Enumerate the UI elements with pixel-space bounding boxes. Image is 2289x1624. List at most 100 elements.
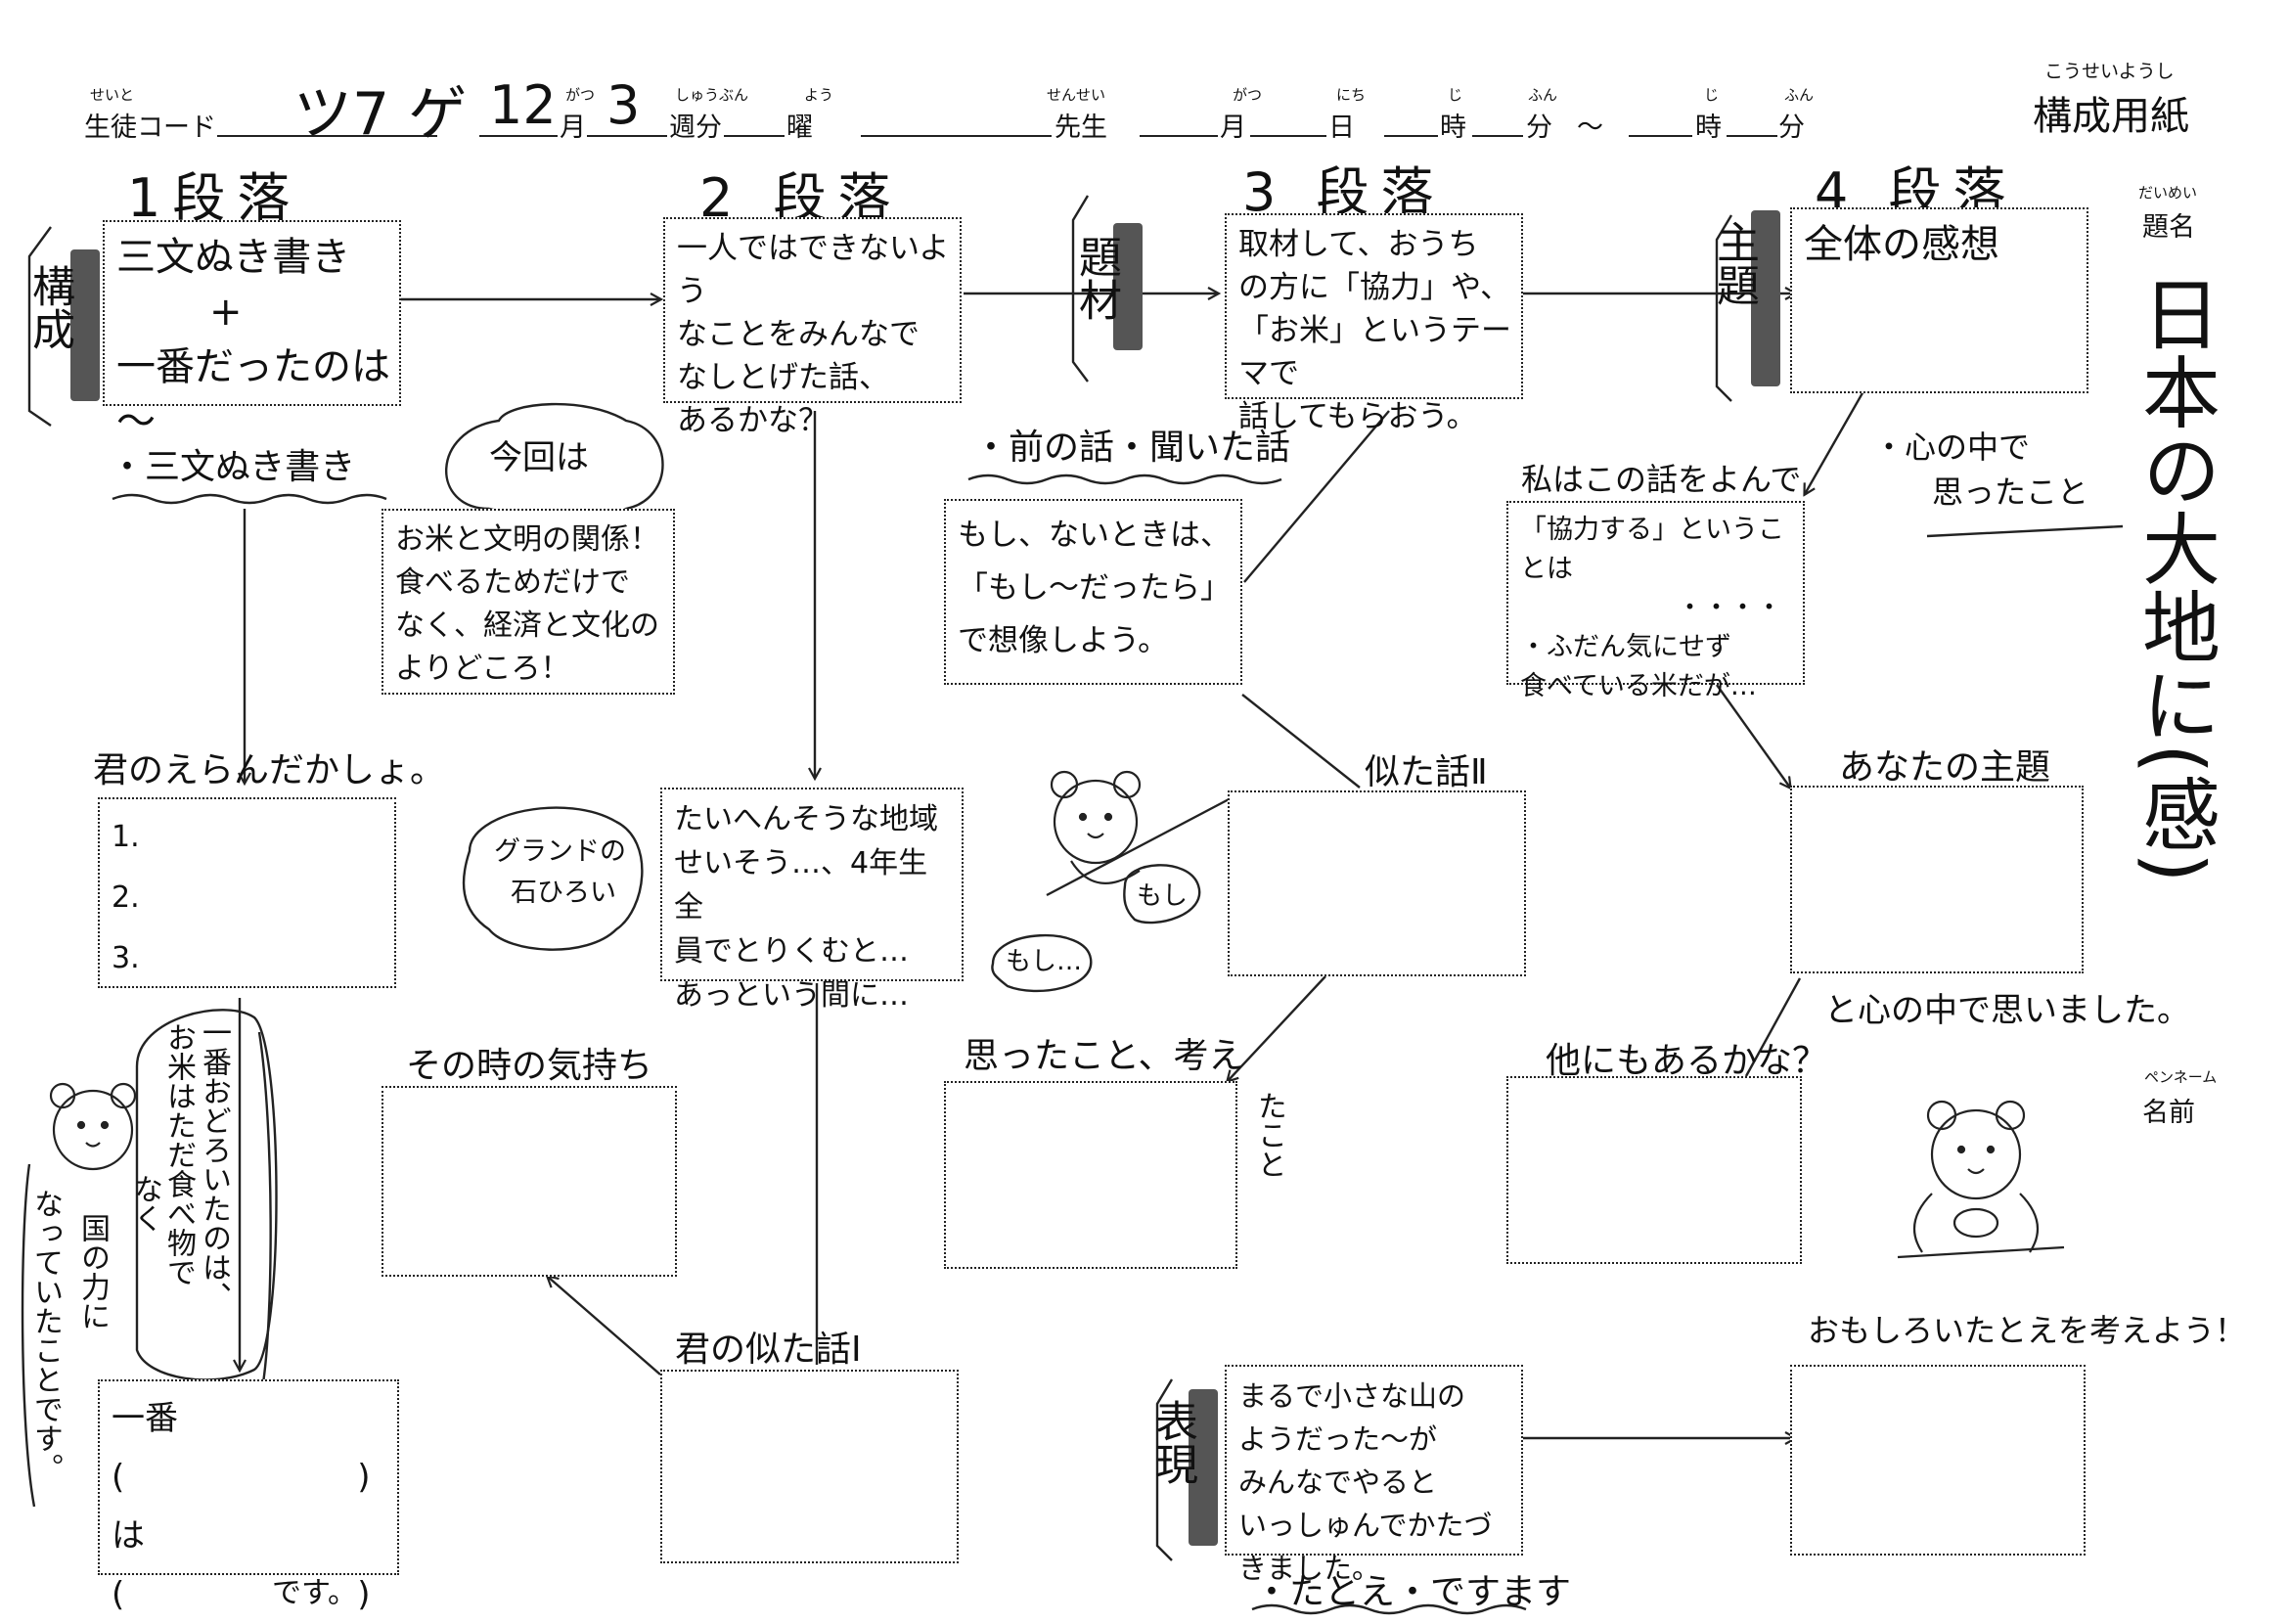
box-1-line: +	[209, 290, 243, 335]
minute2-ruby: ふん	[1784, 86, 1815, 104]
date-month-underline	[1140, 135, 1218, 137]
wavy-under-sanbun	[112, 493, 387, 505]
minute-ruby: ふん	[1528, 86, 1558, 104]
list-item: 2.	[112, 880, 140, 915]
arrow-kyouryoku-anata	[1716, 684, 1790, 788]
hour-ruby: じ	[1448, 86, 1463, 104]
student-code-ruby: せいと	[90, 86, 135, 104]
box-moshi[interactable]: もし、ないときは、 「もし～だったら」 で想像しよう。	[944, 499, 1242, 685]
student-code-label: 生徒コード	[84, 113, 216, 143]
frame-kousei-bracket	[27, 226, 52, 427]
box-nita-2[interactable]	[1228, 790, 1526, 976]
title-label: 題名	[2142, 212, 2195, 243]
penname-label: 名前	[2142, 1098, 2195, 1128]
moshi-line: もし、ないときは、	[958, 518, 1231, 553]
note-ground-1: グランドの	[494, 836, 626, 867]
box-2-line: なしとげた話、	[677, 360, 889, 395]
frame-shudai-bracket	[1715, 214, 1733, 402]
month-ruby: がつ	[565, 86, 596, 104]
student-code-underline	[217, 135, 437, 137]
bear-illustration-1	[1050, 770, 1142, 884]
box-kyouryoku[interactable]: 「協力する」ということは ・・・・ ・ふだん気にせず 食べている米だが…	[1506, 501, 1805, 701]
date-day-ruby: にち	[1336, 86, 1367, 104]
minute2-underline	[1727, 135, 1777, 137]
bear-pencil	[1046, 795, 1234, 897]
hyougen-line: いっしゅんでかたづきました。	[1238, 1509, 1493, 1585]
moshi-line: 「もし～だったら」	[958, 570, 1231, 606]
bracket-left-note	[21, 1163, 36, 1508]
note-vertical-a: 一番おどろいたのは、	[197, 1017, 231, 1311]
box-hoka[interactable]	[1506, 1076, 1802, 1264]
kousei-label: 構成	[24, 264, 74, 350]
paragraph-3-heading: 3 段落	[1242, 161, 1446, 223]
box-omotta[interactable]	[944, 1081, 1237, 1269]
box-sonotoki[interactable]	[382, 1086, 677, 1277]
bubble-vertical-note	[135, 1009, 278, 1381]
box-taihen[interactable]: たいへんそうな地域 せいそう…、4年生全 員でとりくむと… あっという間に…	[660, 788, 964, 1013]
note-konkai: 今回は	[489, 438, 589, 477]
day-ruby: よう	[804, 86, 834, 104]
date-month-label: 月	[1220, 113, 1246, 143]
bracket-right-note	[257, 1031, 272, 1390]
form-title: 構成用紙	[2033, 94, 2189, 139]
kyouryoku-line: 食べている米だが…	[1520, 671, 1757, 701]
box-konkai[interactable]: お米と文明の関係！ 食べるためだけで なく、経済と文化の よりどころ！	[382, 509, 675, 695]
box-2-line: あるかな？	[677, 403, 829, 438]
date-month-ruby: がつ	[1233, 86, 1263, 104]
taihen-line: せいそう…、4年生全	[674, 846, 928, 925]
student-code-value[interactable]: ツ7 ゲ	[293, 80, 468, 149]
shudai-label: 主題	[1709, 220, 1759, 306]
hour2-underline	[1629, 135, 1692, 137]
box-anata-shudai[interactable]	[1790, 786, 2084, 973]
konkai-line: なく、経済と文化の	[395, 609, 659, 643]
teacher-label: 先生	[1055, 113, 1107, 143]
arrow-b4-kyouryoku	[1805, 390, 1865, 494]
penname-ruby: ペンネーム	[2144, 1068, 2218, 1086]
date-day-underline	[1250, 135, 1326, 137]
week-ruby: しゅうぶん	[675, 86, 749, 104]
frame-daizai-bracket	[1071, 195, 1090, 383]
arrow-nita2-omotta	[1228, 975, 1326, 1081]
kyouryoku-line: ・・・・	[1677, 593, 1782, 623]
note-desu: です。	[272, 1576, 357, 1610]
bubble-moshi-a	[1123, 864, 1201, 925]
note-takoto: たこと	[1252, 1091, 1286, 1179]
bear-illustration-2	[49, 1082, 137, 1171]
hour-label: 時	[1440, 113, 1466, 143]
box-paragraph-3[interactable]: 取材して、おうち の方に「協力」や、 「お米」というテーマで 話してもらおう。	[1225, 213, 1523, 434]
time-range-tilde: ～	[1577, 113, 1603, 143]
week-underline	[587, 135, 667, 137]
teacher-ruby: せんせい	[1047, 86, 1106, 104]
box-1-line: 三文ぬき書き	[116, 235, 351, 280]
shudai-bar	[1751, 210, 1780, 386]
box-3-line: 取材して、おうち	[1238, 227, 1479, 262]
title-value[interactable]: 日本の大地に(感)	[2130, 274, 2221, 883]
box-ichiban[interactable]: 一番 ( )は ( )	[98, 1379, 399, 1614]
line-b3-moshi	[1243, 410, 1390, 583]
konkai-line: お米と文明の関係！	[395, 522, 659, 557]
note-anata-shudai: あなたの主題	[1839, 747, 2051, 788]
box-paragraph-4[interactable]: 全体の感想	[1790, 207, 2088, 393]
month-value[interactable]: 12	[489, 74, 557, 136]
box-selected-list[interactable]: 1. 2. 3.	[98, 797, 396, 988]
box-hyougen[interactable]: まるで小さな山の ようだった～が みんなでやると いっしゅんでかたづきました。	[1225, 1365, 1523, 1585]
note-moshi-a: もし	[1137, 881, 1189, 911]
box-tatoe[interactable]	[1790, 1365, 2086, 1556]
daizai-bar	[1113, 223, 1143, 350]
box-paragraph-2[interactable]: 一人ではできないよう なことをみんなで なしとげた話、 あるかな？	[663, 217, 962, 438]
paragraph-1-heading: 1段落	[127, 167, 302, 229]
minute-label: 分	[1526, 113, 1552, 143]
frame-hyougen-bracket	[1155, 1378, 1174, 1561]
list-item: 3.	[112, 941, 140, 975]
box-3-line: の方に「協力」や、	[1238, 270, 1511, 305]
bear-illustration-3	[1897, 1100, 2065, 1259]
box-kimi-nita-1[interactable]	[660, 1370, 959, 1563]
week-value[interactable]: 3	[606, 74, 641, 136]
ichiban-line: 一番	[112, 1399, 178, 1438]
note-sonotoki: その時の気持ち	[406, 1046, 653, 1086]
note-tatoe: ・たとえ・ですます	[1254, 1572, 1572, 1612]
minute-underline	[1472, 135, 1523, 137]
box-paragraph-1[interactable]: 三文ぬき書き + 一番だったのは～	[103, 220, 401, 444]
box-4-line: 全体の感想	[1804, 222, 1999, 267]
box-3-line: 「お米」というテーマで	[1238, 313, 1511, 391]
